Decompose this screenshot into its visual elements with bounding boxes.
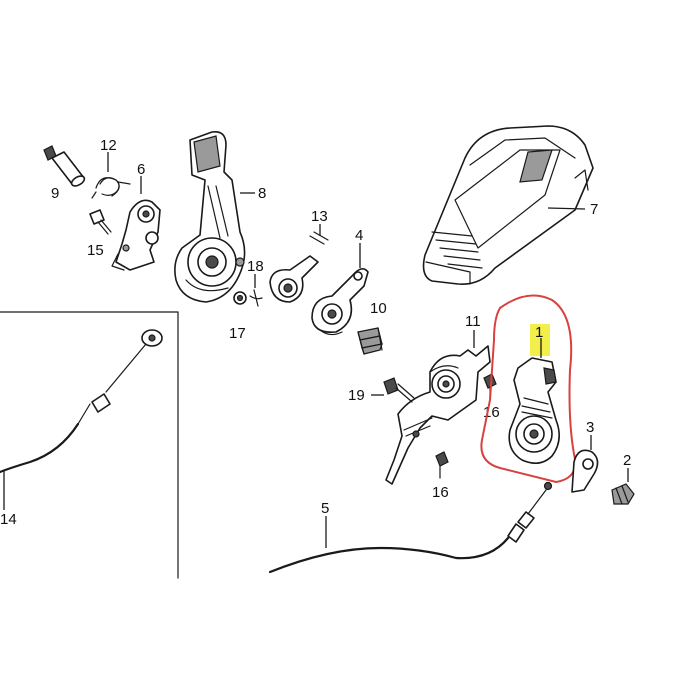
callout-10: 10 <box>370 300 387 317</box>
callout-18: 18 <box>247 258 264 275</box>
part-8-lever <box>174 130 246 303</box>
callout-11: 11 <box>465 313 481 330</box>
callout-12: 12 <box>100 137 117 154</box>
callout-17: 17 <box>229 325 246 342</box>
callout-8: 8 <box>258 185 266 202</box>
part-18-pin <box>249 289 263 307</box>
callout-6: 6 <box>137 161 145 178</box>
callout-3: 3 <box>586 419 594 436</box>
callout-15: 15 <box>87 242 104 259</box>
callout-7: 7 <box>590 201 598 218</box>
part-1-highlight <box>480 294 577 484</box>
callout-5: 5 <box>321 500 329 517</box>
part-16-nut-lower <box>435 451 449 479</box>
part-17-washer <box>233 291 247 305</box>
callout-2: 2 <box>623 452 631 469</box>
part-2-nut <box>611 483 635 505</box>
part-6-bracket <box>111 199 161 271</box>
callout-19: 19 <box>348 387 365 404</box>
part-11-bracket <box>385 345 491 485</box>
part-12-spring <box>91 177 131 199</box>
callout-16-lower: 16 <box>432 484 449 501</box>
part-3-plate <box>571 449 599 493</box>
callout-1-highlight <box>530 324 550 356</box>
part-7-cover <box>422 125 594 285</box>
part-15-screw <box>89 209 112 235</box>
part-1-lever <box>508 357 560 464</box>
part-19-bolt <box>383 377 415 403</box>
callout-14: 14 <box>0 511 17 528</box>
callout-4: 4 <box>355 227 363 244</box>
callout-9: 9 <box>51 185 59 202</box>
leader-7 <box>547 207 586 210</box>
callout-13: 13 <box>311 208 328 225</box>
part-9-sleeve <box>43 145 86 187</box>
part-10-spring <box>357 327 383 355</box>
part-13-plate <box>269 231 329 303</box>
callout-1: 1 <box>535 324 543 341</box>
part-14-cable <box>0 311 179 579</box>
part-5-cable <box>268 481 553 574</box>
part-4-link <box>311 268 369 336</box>
